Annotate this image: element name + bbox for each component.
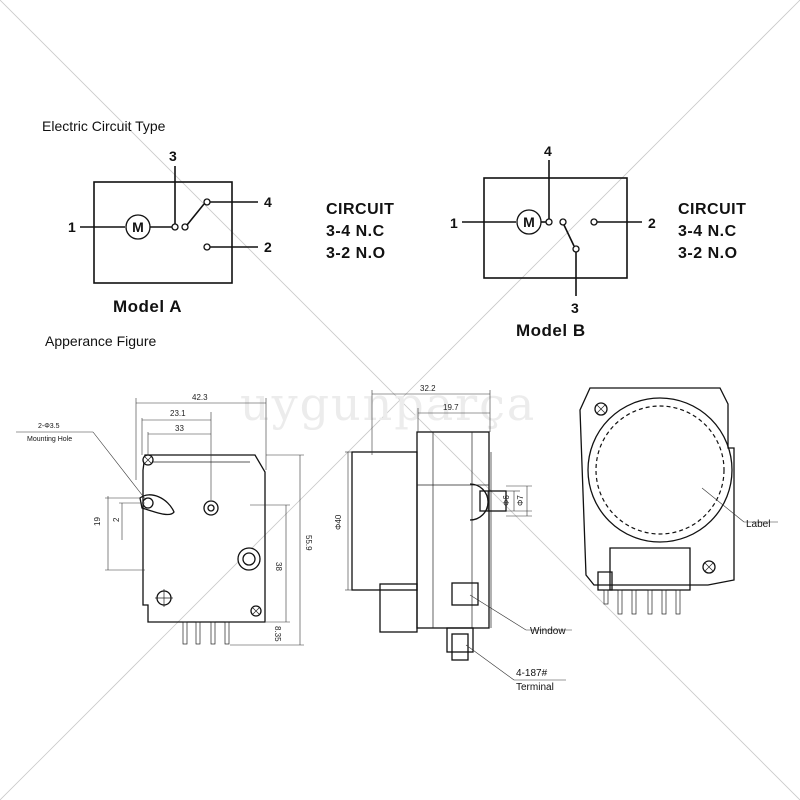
model-a-pin-4: 4 [264,194,272,210]
dim-width-overall: 42.3 [192,393,208,402]
model-b-pin-4: 4 [544,143,552,159]
model-a-pin-2: 2 [264,239,272,255]
model-b-circuit-heading: CIRCUIT [678,201,746,218]
callout-label: Label [746,519,770,530]
callout-terminal-spec: 4-187# [516,668,548,679]
front-terminals [182,621,230,645]
label-circle [587,397,733,543]
dim-depth-body: 19.7 [443,403,459,412]
model-b-circuit-nc: 3-4 N.C [678,223,737,240]
appearance-section-title: Apperance Figure [45,333,157,349]
back-terminals [603,589,681,615]
model-b-motor-label: M [523,214,535,230]
back-view: Label [579,387,778,615]
model-a-circuit-no: 3-2 N.O [326,245,386,262]
model-a-circuit-nc: 3-4 N.C [326,223,385,240]
model-a-pin-3: 3 [169,148,177,164]
side-dial [351,451,418,591]
dim-shaft-outer: Φ7 [516,495,525,506]
mounting-hole-label: Mounting Hole [27,436,72,443]
model-a-label: Model A [113,297,182,316]
model-a-circuit-table: CIRCUIT 3-4 N.C 3-2 N.O [326,201,394,262]
model-a-pin-1: 1 [68,219,76,235]
model-b-housing [483,177,628,279]
model-a-circuit-heading: CIRCUIT [326,201,394,218]
model-a-motor-label: M [132,219,144,235]
dim-shaft-inner: Φ6 [502,495,511,506]
front-view: 42.3 23.1 33 55.9 38 19 2 8.35 2-Φ3.5 Mo… [16,393,313,646]
back-view-body [579,387,735,586]
terminal-icon [451,633,469,661]
mounting-hole-spec: 2-Φ3.5 [38,423,60,430]
model-b-circuit-table: CIRCUIT 3-4 N.C 3-2 N.O [678,201,746,262]
model-b-pin-2: 2 [648,215,656,231]
model-b-circuit: M 1 4 2 3 Model B [450,143,656,340]
side-view: 32.2 19.7 Φ40 Φ6 Φ7 Window 4-187# Termin… [334,384,572,693]
model-b-pin-3: 3 [571,300,579,316]
circuit-section-title: Electric Circuit Type [42,118,166,134]
mounting-lever [139,494,175,516]
dim-height-overall: 55.9 [304,535,313,551]
dim-hole-offset: 23.1 [170,409,186,418]
dim-hole-step: 2 [112,517,121,522]
window-icon [451,582,479,606]
dim-inner-width: 33 [175,424,184,433]
model-b-circuit-no: 3-2 N.O [678,245,738,262]
model-a-circuit: M 1 3 4 2 Model A [68,148,272,316]
watermark-text: uygunparça [240,377,536,431]
dim-height-mid: 38 [274,562,283,571]
dim-hole-height: 19 [93,517,102,526]
model-b-pin-1: 1 [450,215,458,231]
dim-dial-diameter: Φ40 [334,514,343,530]
model-a-housing [93,181,233,284]
model-b-label: Model B [516,321,586,340]
callout-window: Window [530,626,566,637]
dim-depth-overall: 32.2 [420,384,436,393]
front-view-body [142,454,266,623]
dim-terminal-length: 8.35 [273,626,282,642]
callout-terminal-label: Terminal [516,682,554,693]
